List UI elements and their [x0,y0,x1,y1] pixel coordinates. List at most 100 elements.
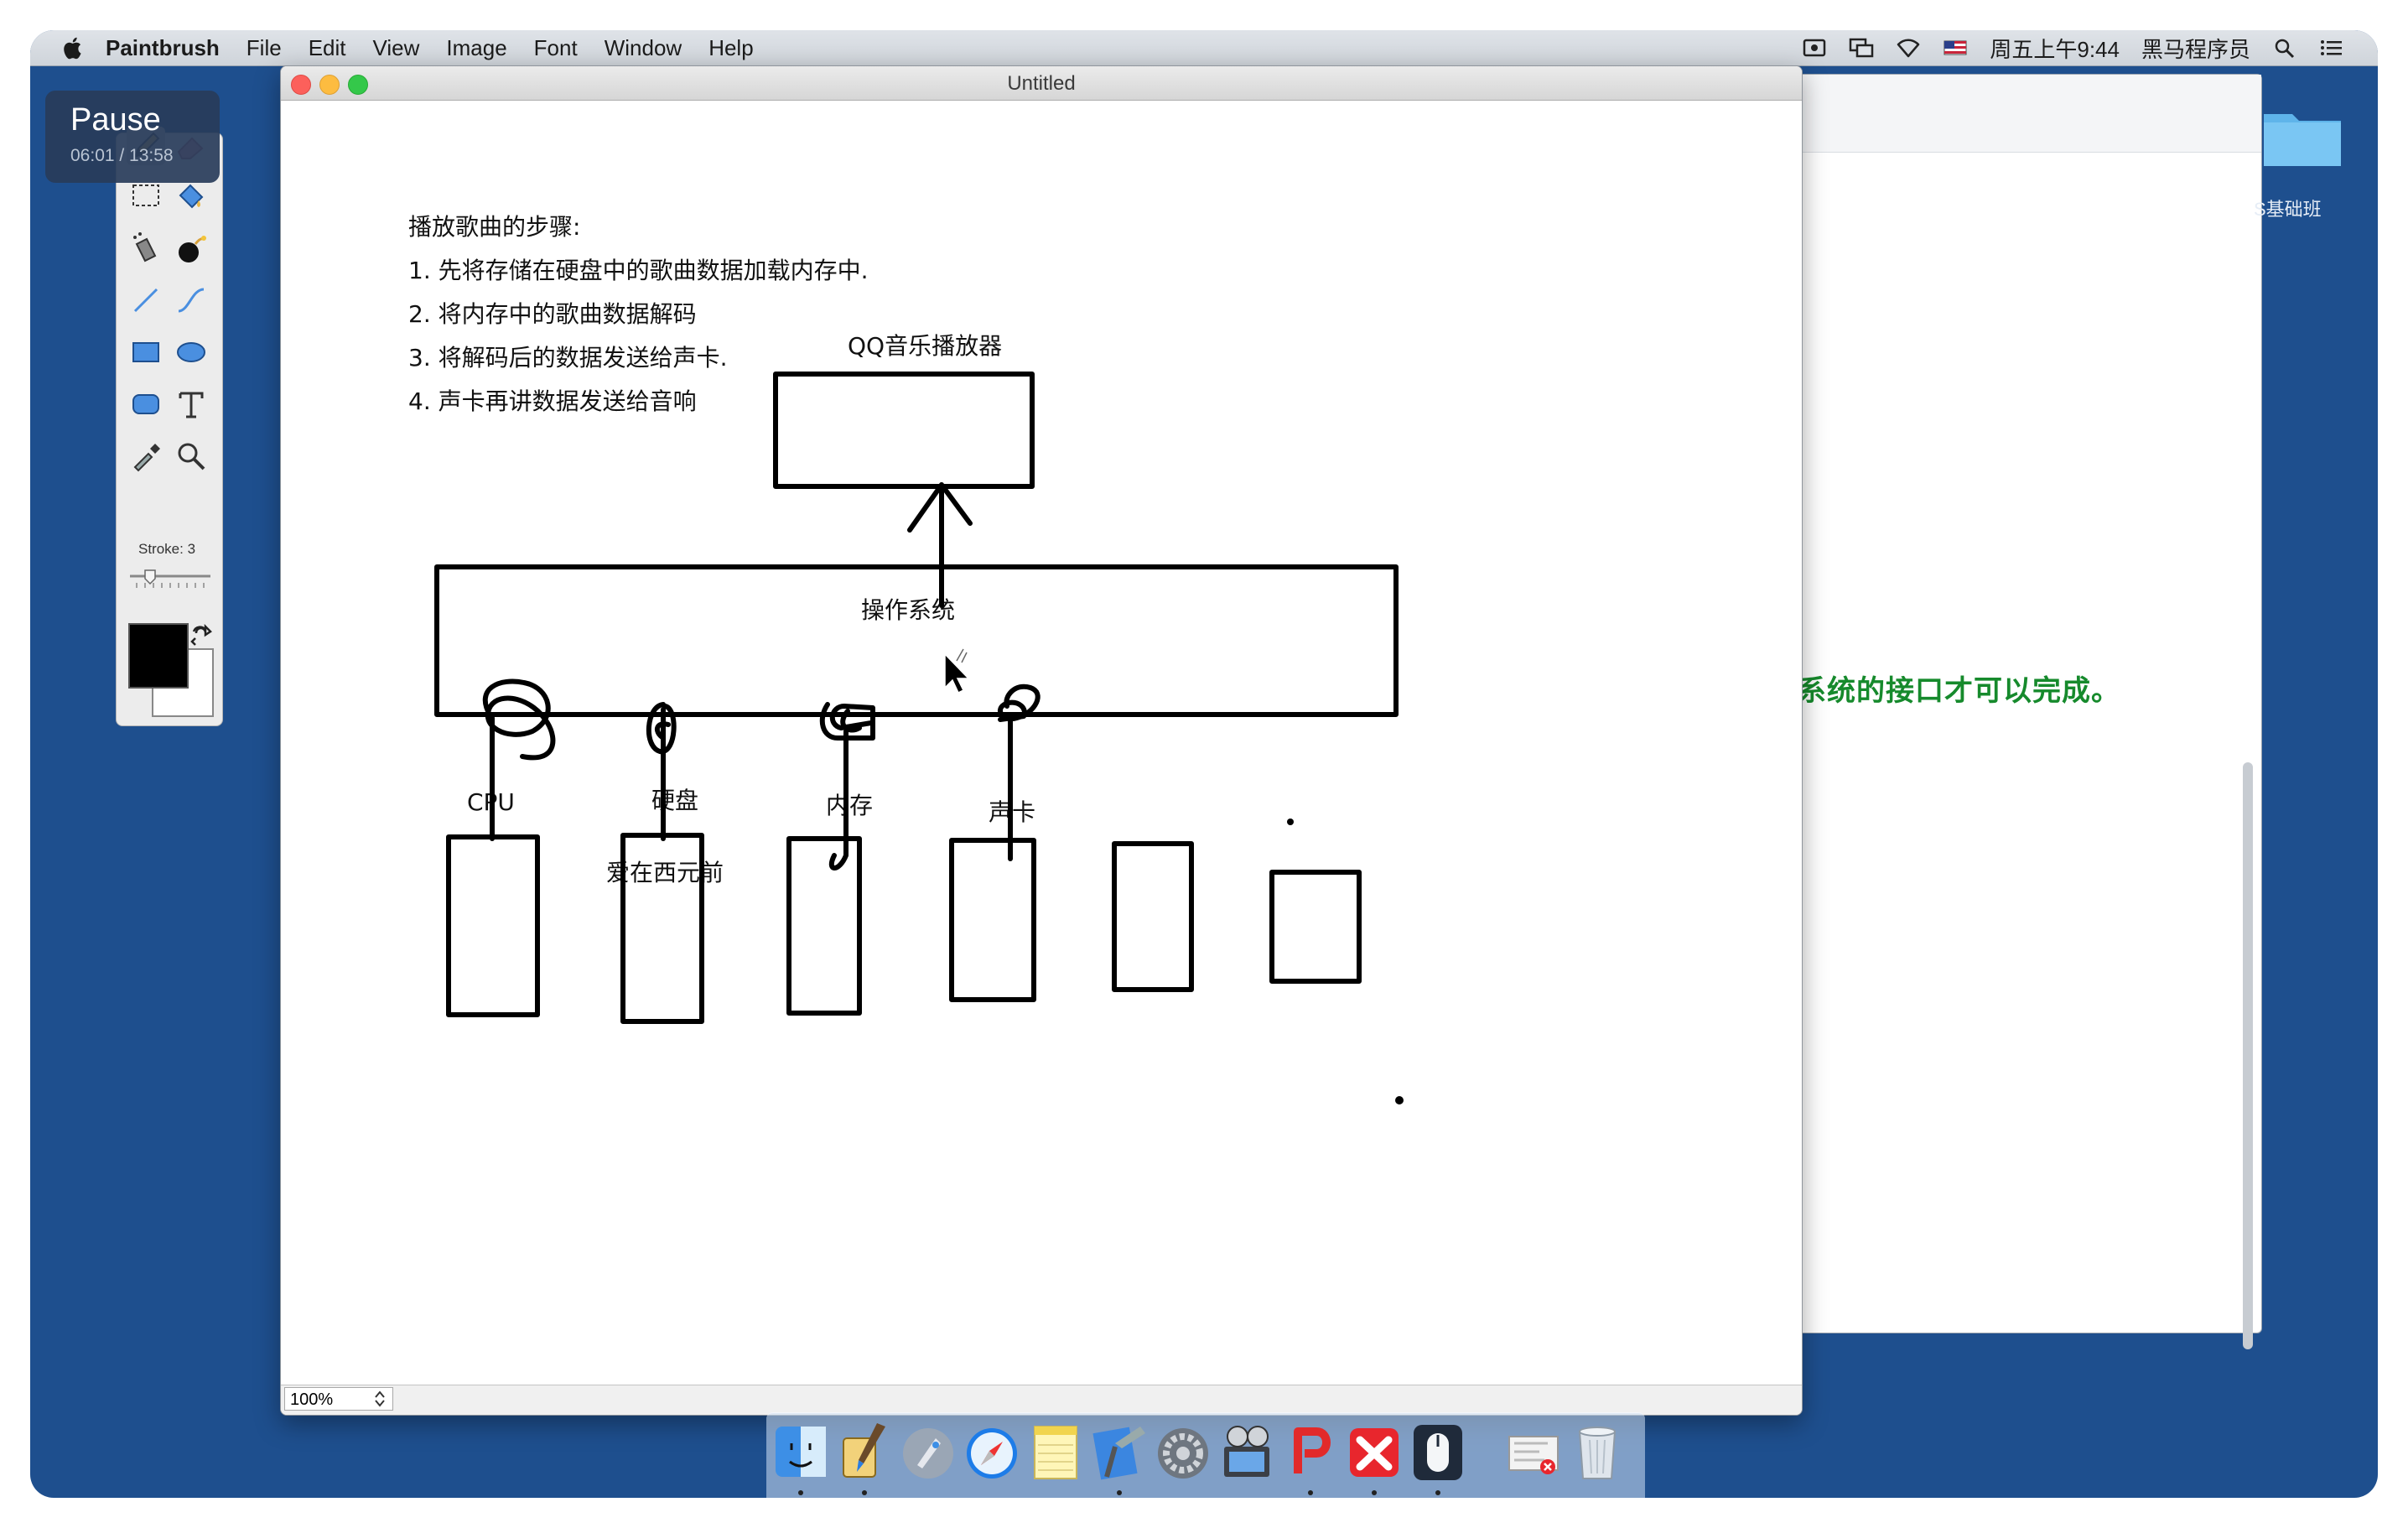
dock-wps[interactable] [1281,1418,1340,1485]
text-icon [179,392,204,418]
eyedropper-tool[interactable] [127,437,165,476]
menu-help[interactable]: Help [708,34,754,60]
dock-indicator [798,1490,803,1495]
launchpad-icon [903,1428,953,1479]
trash-icon [1578,1427,1617,1479]
dock-notes[interactable] [1026,1418,1085,1485]
sound-scribble [998,683,1041,722]
dock-finder[interactable] [771,1418,830,1485]
menu-image[interactable]: Image [446,34,507,60]
zoom-field[interactable]: 100% [284,1387,393,1411]
empty-box-1 [1112,841,1194,992]
sound-card-box [949,838,1036,1002]
paint-icon [843,1423,885,1478]
steps-heading: 播放歌曲的步骤: [408,213,580,241]
menu-bar: Paintbrush File Edit View Image Font Win… [30,30,2378,66]
dock-preview[interactable] [1504,1418,1563,1485]
zoom-tool[interactable] [172,437,210,476]
curve-icon [178,288,205,313]
xmind-icon [1350,1428,1399,1477]
memory-scribble [819,702,875,741]
dock-indicator [862,1490,867,1495]
arrow-head [907,482,973,533]
dock-photo-booth[interactable] [1217,1418,1276,1485]
fill-tool[interactable] [172,177,210,216]
memory-label: 内存 [826,792,873,819]
background-window[interactable] [1791,74,2262,1349]
menu-font[interactable]: Font [533,34,578,60]
desktop: Paintbrush File Edit View Image Font Win… [30,30,2378,1498]
menu-edit[interactable]: Edit [308,34,346,60]
mirroring-icon[interactable] [1849,37,1874,59]
finder-icon [776,1427,826,1477]
rounded-rectangle-tool[interactable] [127,385,165,424]
dock-indicator [1308,1490,1313,1495]
dock-launchpad[interactable] [899,1418,957,1485]
pause-label[interactable]: Pause [70,102,161,138]
close-button[interactable] [291,75,311,95]
paint-bucket-icon [179,184,204,209]
dock-paintbrush[interactable] [835,1418,894,1485]
dock-mouse-app[interactable] [1409,1418,1467,1485]
rectangle-tool[interactable] [127,333,165,372]
us-flag-icon[interactable] [1943,37,1968,59]
folder-label[interactable]: S基础班 [2254,199,2322,220]
zoom-stepper-icon[interactable] [371,1389,388,1409]
dock-trash[interactable] [1568,1418,1627,1485]
dock-safari[interactable] [963,1418,1021,1485]
drawing-canvas[interactable]: 播放歌曲的步骤: 1. 先将存储在硬盘中的歌曲数据加载内存中. 2. 将内存中的… [281,101,1802,1374]
menu-user[interactable]: 黑马程序员 [2141,36,2250,62]
disk-box [620,833,704,1024]
foreground-color-well[interactable] [128,623,189,689]
swap-colors-icon[interactable] [189,623,212,647]
step-4: 4. 声卡再讲数据发送给音响 [408,387,697,415]
window-titlebar[interactable]: Untitled [281,66,1802,101]
magnifier-icon [178,443,205,470]
stray-dot-1 [1287,819,1294,825]
dock-indicator [1372,1490,1377,1495]
empty-box-2 [1269,870,1362,984]
zoom-button[interactable] [348,75,368,95]
rounded-rectangle-icon [132,394,159,414]
screen-record-icon[interactable] [1802,37,1827,59]
tools-palette: Stroke: 3 [116,127,223,726]
curve-tool[interactable] [172,281,210,320]
folder-icon[interactable] [2260,102,2344,169]
notification-center-icon[interactable] [2319,37,2344,59]
menu-file[interactable]: File [246,34,282,60]
playback-time: 06:01 / 13:58 [70,146,174,165]
photo-booth-icon [1224,1426,1269,1477]
step-3: 3. 将解码后的数据发送给声卡. [408,344,728,372]
step-2: 2. 将内存中的歌曲数据解码 [408,300,697,328]
paint-window[interactable]: Untitled 播放歌曲的步骤: 1. 先将存储在硬盘中的歌曲数据加载内存中.… [280,65,1803,1416]
stroke-slider[interactable] [128,568,212,593]
selection-tool[interactable] [127,177,165,216]
player-label: QQ音乐播放器 [848,332,1002,360]
dock-system-preferences[interactable] [1154,1418,1212,1485]
bomb-tool[interactable] [172,229,210,268]
marquee-icon [132,185,159,206]
dock-xmind[interactable] [1345,1418,1404,1485]
video-pause-overlay[interactable]: Pause 06:01 / 13:58 [45,91,220,183]
spray-tool[interactable] [127,229,165,268]
apple-icon[interactable] [57,35,91,60]
background-window-scrollbar[interactable] [2243,762,2253,1349]
wifi-icon[interactable] [1896,37,1921,59]
menu-app-name[interactable]: Paintbrush [106,34,220,60]
dock-indicator [1117,1490,1122,1495]
dock-xcode[interactable] [1090,1418,1149,1485]
stroke-label: Stroke: 3 [138,541,196,557]
cpu-box [446,834,540,1017]
spotlight-icon[interactable] [2272,37,2297,59]
minimize-button[interactable] [319,75,340,95]
menu-clock[interactable]: 周五上午9:44 [1990,36,2120,62]
menu-window[interactable]: Window [604,34,682,60]
stroke-slider-knob[interactable] [144,569,156,585]
line-tool[interactable] [127,281,165,320]
text-tool[interactable] [172,385,210,424]
canvas-drawing: 播放歌曲的步骤: 1. 先将存储在硬盘中的歌曲数据加载内存中. 2. 将内存中的… [408,213,1404,1104]
menu-view[interactable]: View [372,34,420,60]
ellipse-icon [177,342,205,362]
ellipse-tool[interactable] [172,333,210,372]
memory-box [786,836,862,1016]
